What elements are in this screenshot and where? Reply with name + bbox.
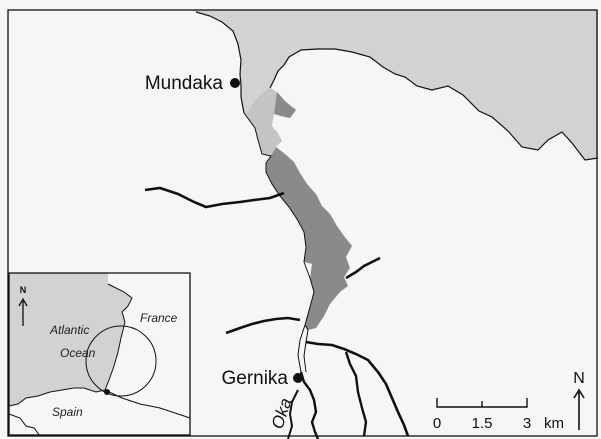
mundaka-marker: [230, 78, 240, 88]
river-southeast-branch: [344, 351, 368, 437]
inset-border: [8, 272, 191, 436]
inset-north-arrow-icon: [18, 297, 28, 326]
scale-bar: 0 1.5 3 km: [433, 398, 564, 432]
scale-bar-line: [436, 398, 528, 408]
scale-tick-0: 0: [433, 415, 441, 432]
river-southwest-tributary: [225, 316, 301, 335]
scale-tick-2: 3: [523, 415, 531, 432]
river-eastern-tributary: [345, 256, 381, 280]
inset-label-france: France: [140, 311, 178, 325]
inset-label-spain: Spain: [52, 405, 83, 419]
river-oka-west-branch: [287, 389, 299, 439]
river-southeast-tributary: [305, 340, 410, 437]
north-arrow-icon: [573, 388, 585, 430]
inset-label-ocean: Ocean: [60, 346, 96, 360]
inset-sea-area: [9, 273, 132, 406]
estuary-west-bank: [243, 112, 315, 373]
coastline: [195, 11, 245, 114]
inset-france-spain-border: [104, 389, 191, 419]
inset-lower-coast: [8, 413, 41, 437]
inset-coastline: [8, 283, 133, 407]
inset-label-atlantic: Atlantic: [49, 323, 89, 337]
map-border: [7, 9, 598, 437]
gernika-label: Gernika: [221, 368, 288, 389]
north-arrow-label: N: [573, 370, 585, 387]
inset-north-label: N: [20, 285, 27, 295]
river-oka-channel: [299, 371, 320, 439]
scale-tick-1: 1.5: [472, 415, 493, 432]
river-western-tributary: [144, 186, 285, 209]
scale-unit: km: [544, 415, 564, 432]
inset-locator-map: France Atlantic Ocean Spain N: [8, 272, 191, 437]
salt-marsh-area: [266, 92, 352, 330]
mundaka-label: Mundaka: [145, 73, 224, 94]
gernika-marker: [293, 373, 303, 383]
coastline-east: [269, 48, 599, 161]
sea-area: [190, 10, 598, 160]
inset-study-area-circle: [85, 325, 157, 397]
inset-location-dot: [104, 389, 110, 395]
north-arrow: N: [573, 370, 585, 430]
